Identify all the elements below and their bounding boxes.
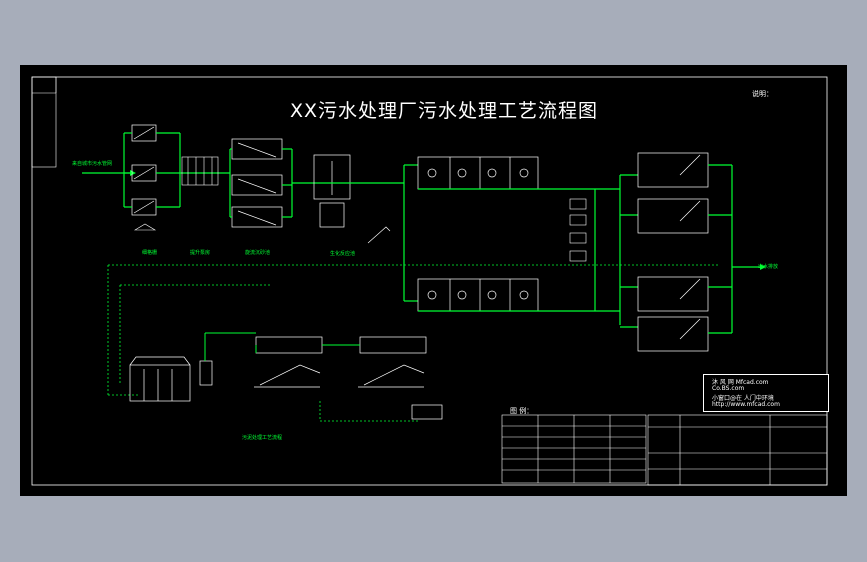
biotank-label: 生化反应池	[330, 251, 356, 257]
grit-chamber	[313, 154, 391, 244]
watermark-stamp: 沐 风 网 Mfcad.com Co.BS.com 小窗口@在 人门中环境 ht…	[703, 374, 829, 412]
notes-heading: 说明：	[752, 90, 773, 98]
grit-chamber-label: 旋流沉砂池	[245, 250, 271, 256]
legend-table	[501, 414, 647, 484]
outlet-label: 出水排放	[758, 264, 779, 270]
pump-station	[133, 156, 219, 231]
fine-screens	[231, 138, 283, 228]
drawing-canvas	[20, 65, 847, 496]
watermark-line-3: 小窗口@在 人门中环境	[712, 395, 774, 402]
watermark-line-2: Co.BS.com	[712, 385, 745, 392]
outlet-arrow-icon	[760, 264, 766, 270]
grit-label: 细格栅	[142, 250, 158, 256]
process-flow-diagram	[31, 76, 828, 486]
side-title-block	[31, 76, 57, 168]
legend-heading: 图 例：	[510, 407, 534, 415]
watermark-line-4: http://www.mfcad.com	[712, 401, 780, 408]
coarse-screens	[131, 124, 157, 216]
sludge-equipment	[129, 336, 443, 420]
drawing-border	[31, 76, 828, 486]
bio-tank-upper	[417, 156, 539, 190]
title-block	[647, 414, 828, 486]
inlet-label: 来自城市污水管网	[72, 161, 113, 167]
sludge-section-label: 污泥处理工艺流程	[242, 435, 283, 441]
lift-label: 提升泵房	[190, 250, 211, 256]
sludge-return-line	[107, 264, 720, 422]
clarifiers	[637, 152, 709, 352]
diagram-title: XX污水处理厂污水处理工艺流程图	[290, 100, 599, 122]
watermark-line-1: 沐 风 网 Mfcad.com	[712, 379, 769, 386]
bio-tank-lower	[417, 278, 539, 312]
chemical-tanks	[569, 198, 587, 262]
